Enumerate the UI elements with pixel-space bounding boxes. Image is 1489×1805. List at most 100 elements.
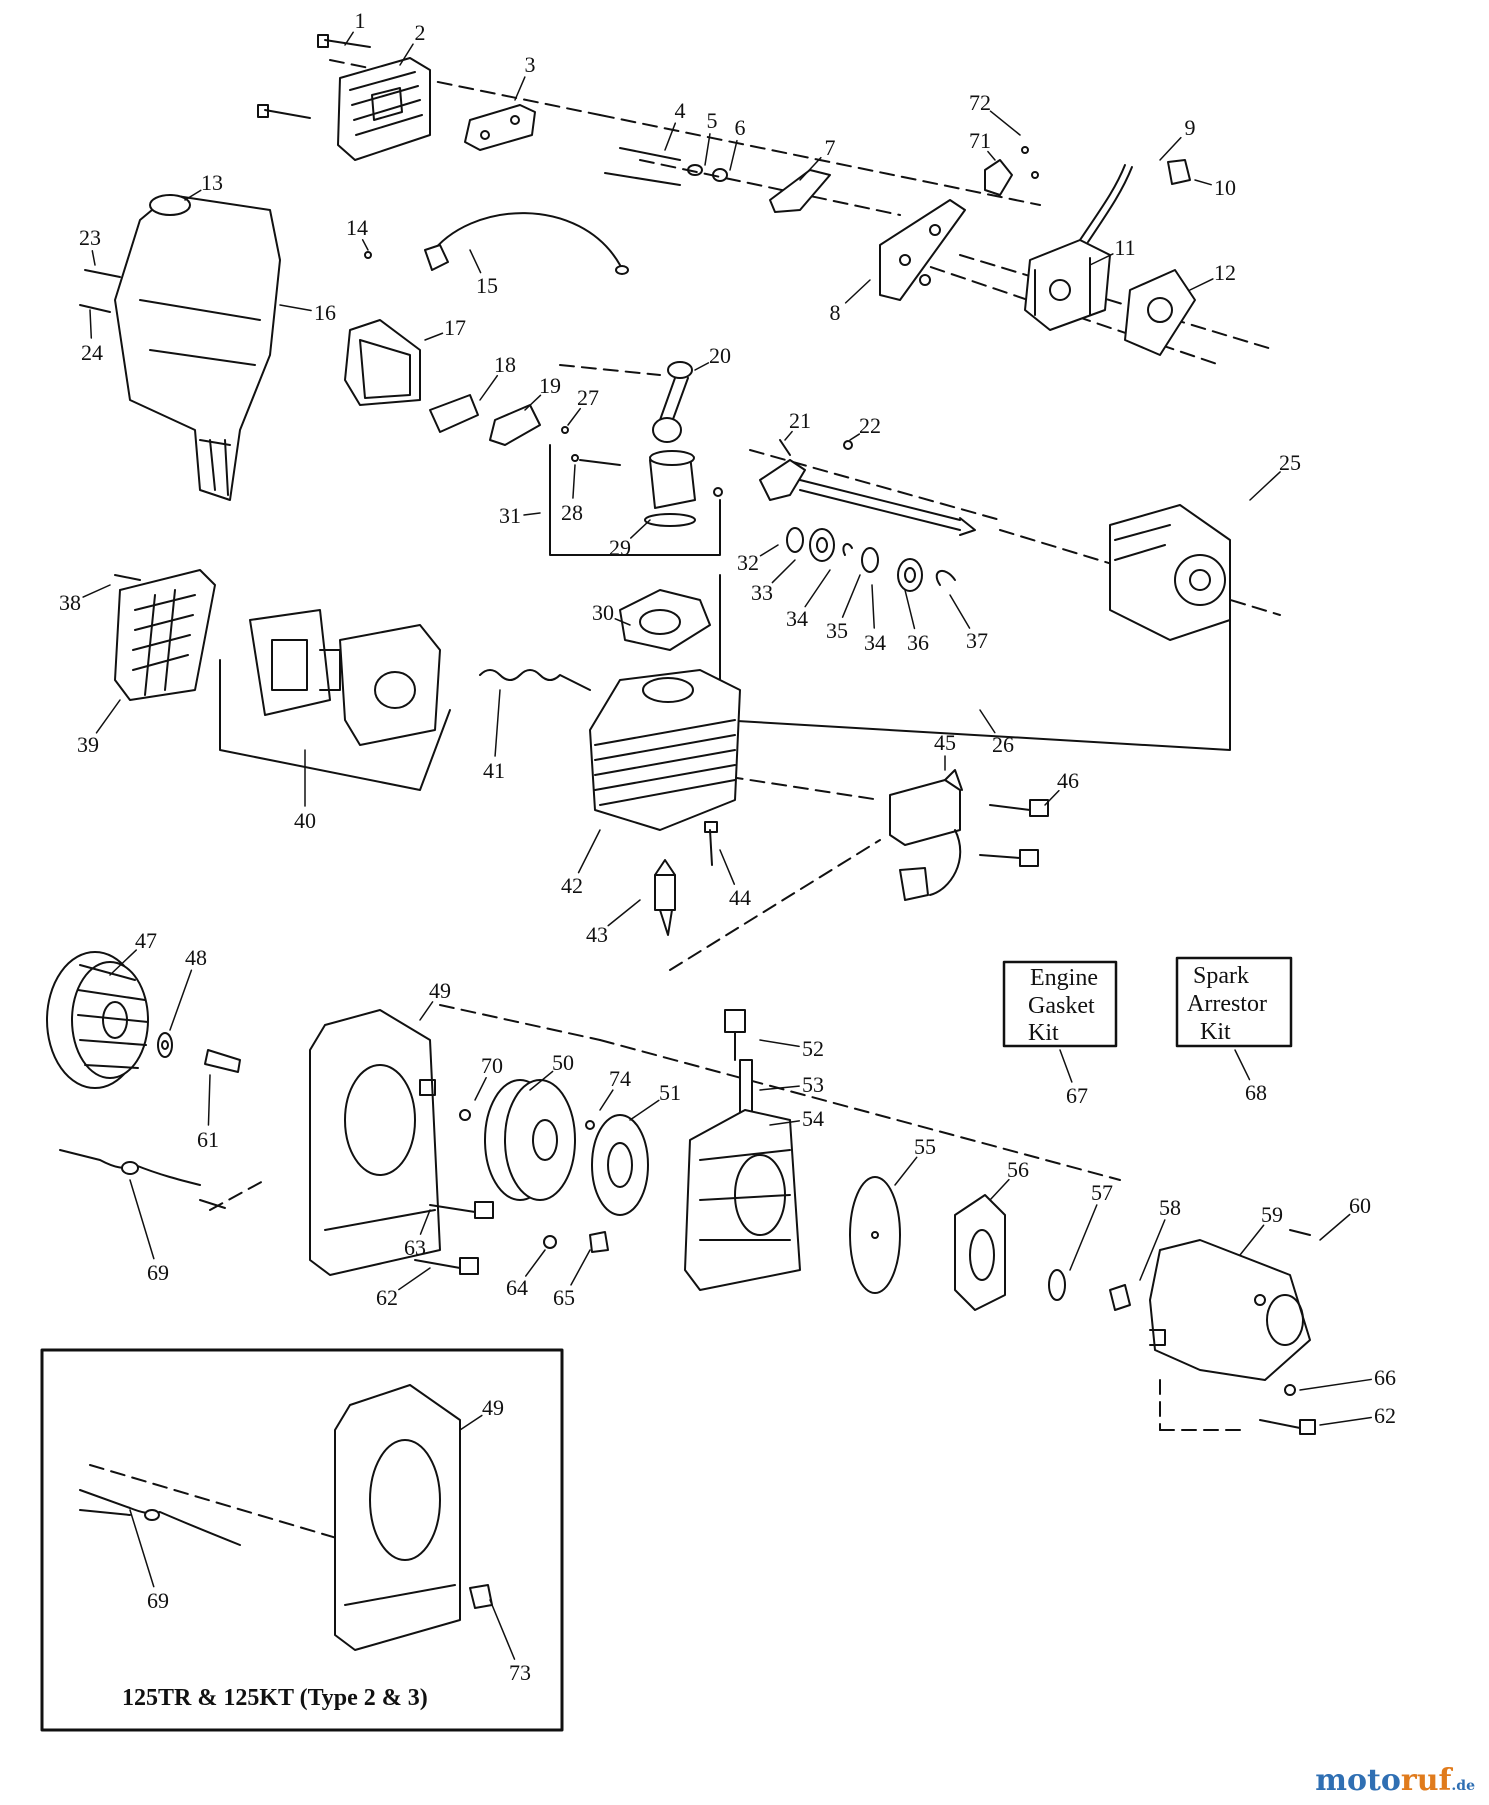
part-label-19: 19 <box>539 373 561 398</box>
bolts-washers-group <box>604 147 831 213</box>
kit-68-line-3: Kit <box>1200 1019 1231 1045</box>
part-label-67: 67 <box>1066 1083 1088 1108</box>
part-label-34: 34 <box>786 606 808 631</box>
part-label-40: 40 <box>294 808 316 833</box>
part-label-3: 3 <box>525 52 536 77</box>
part-label-23: 23 <box>79 225 101 250</box>
leader-line-26 <box>979 709 996 734</box>
leader-line-56 <box>989 1178 1010 1201</box>
leader-line-67 <box>1059 1049 1073 1083</box>
part-label-46: 46 <box>1057 768 1079 793</box>
leader-line-58 <box>1139 1219 1166 1281</box>
leader-line-42 <box>577 829 601 874</box>
leader-line-70 <box>474 1076 487 1101</box>
part-label-59: 59 <box>1261 1202 1283 1227</box>
cylinder-part <box>589 669 741 831</box>
flywheel-part <box>46 951 149 1089</box>
leader-line-43 <box>607 899 641 927</box>
part-label-1: 1 <box>355 8 366 33</box>
leader-line-49 <box>419 1001 434 1021</box>
part-label-34: 34 <box>864 630 886 655</box>
leader-line-10 <box>1194 179 1212 186</box>
part-label-31: 31 <box>499 503 521 528</box>
leader-line-8 <box>844 279 871 304</box>
part-label-2: 2 <box>415 20 426 45</box>
part-label-8: 8 <box>830 300 841 325</box>
part-label-69: 69 <box>147 1260 169 1285</box>
leader-line-59 <box>1239 1224 1265 1256</box>
part-label-18: 18 <box>494 352 516 377</box>
leader-line-7 <box>799 156 822 181</box>
part-label-43: 43 <box>586 922 608 947</box>
part-label-41: 41 <box>483 758 505 783</box>
watermark-part-b: ruf <box>1400 1763 1452 1798</box>
clutch-plate-part <box>585 1114 649 1216</box>
leader-line-57 <box>1069 1204 1098 1271</box>
part-label-70: 70 <box>481 1053 503 1078</box>
part-label-61: 61 <box>197 1127 219 1152</box>
part-label-11: 11 <box>1114 235 1135 260</box>
leader-line-55 <box>894 1156 918 1186</box>
part-label-7: 7 <box>825 135 836 160</box>
part-label-29: 29 <box>609 535 631 560</box>
kit-68-line-1: Spark <box>1193 963 1249 989</box>
part-label-42: 42 <box>561 873 583 898</box>
leader-lines <box>82 31 1372 1660</box>
part-label-57: 57 <box>1091 1180 1113 1205</box>
part-label-65: 65 <box>553 1285 575 1310</box>
part-label-39: 39 <box>77 732 99 757</box>
part-label-68: 68 <box>1245 1080 1267 1105</box>
part-label-74: 74 <box>609 1066 631 1091</box>
leader-line-29 <box>630 519 651 539</box>
part-label-12: 12 <box>1214 260 1236 285</box>
clutch-drum-part <box>459 1079 576 1201</box>
part-label-13: 13 <box>201 170 223 195</box>
leader-line-28 <box>572 464 576 499</box>
part-label-30: 30 <box>592 600 614 625</box>
tank-screws <box>79 269 121 313</box>
leader-line-41 <box>494 689 501 757</box>
leader-line-66 <box>1299 1378 1372 1391</box>
part-label-35: 35 <box>826 618 848 643</box>
air-filter-cover-part <box>114 569 216 701</box>
part-label-17: 17 <box>444 315 466 340</box>
part-label-73: 73 <box>509 1660 531 1685</box>
part-label-64: 64 <box>506 1275 528 1300</box>
flywheel-washer-part <box>157 1032 241 1073</box>
connecting-rod-part <box>652 361 693 443</box>
reed-valve-part <box>429 394 569 446</box>
leader-line-21 <box>784 430 793 441</box>
spring-part <box>479 669 591 691</box>
leader-line-61 <box>207 1074 211 1126</box>
leader-line-48 <box>169 969 193 1031</box>
ground-wire-part <box>59 1149 226 1209</box>
leader-line-73 <box>489 1599 516 1660</box>
part-label-49: 49 <box>482 1395 504 1420</box>
leader-line-44 <box>719 849 736 885</box>
clutch-shoe-part <box>954 1194 1006 1311</box>
part-label-21: 21 <box>789 408 811 433</box>
leader-line-1 <box>344 31 354 46</box>
part-label-58: 58 <box>1159 1195 1181 1220</box>
leader-line-20 <box>694 362 710 371</box>
air-filter-housing-part <box>219 609 451 791</box>
part-label-22: 22 <box>859 413 881 438</box>
leader-line-9 <box>1159 136 1182 161</box>
fuel-line-part <box>1079 159 1191 243</box>
part-label-33: 33 <box>751 580 773 605</box>
leader-line-47 <box>109 949 137 976</box>
leader-line-37 <box>949 594 971 629</box>
part-label-71: 71 <box>969 128 991 153</box>
primer-bracket-part <box>984 146 1039 196</box>
watermark-logo: motoruf.de <box>1315 1763 1475 1798</box>
leader-line-13 <box>184 189 202 201</box>
leader-line-46 <box>1044 789 1060 806</box>
leader-line-51 <box>629 1099 660 1121</box>
part-label-36: 36 <box>907 630 929 655</box>
part-label-53: 53 <box>802 1072 824 1097</box>
leader-line-49 <box>459 1414 483 1431</box>
part-label-38: 38 <box>59 590 81 615</box>
cylinder-screw-part <box>704 821 718 866</box>
